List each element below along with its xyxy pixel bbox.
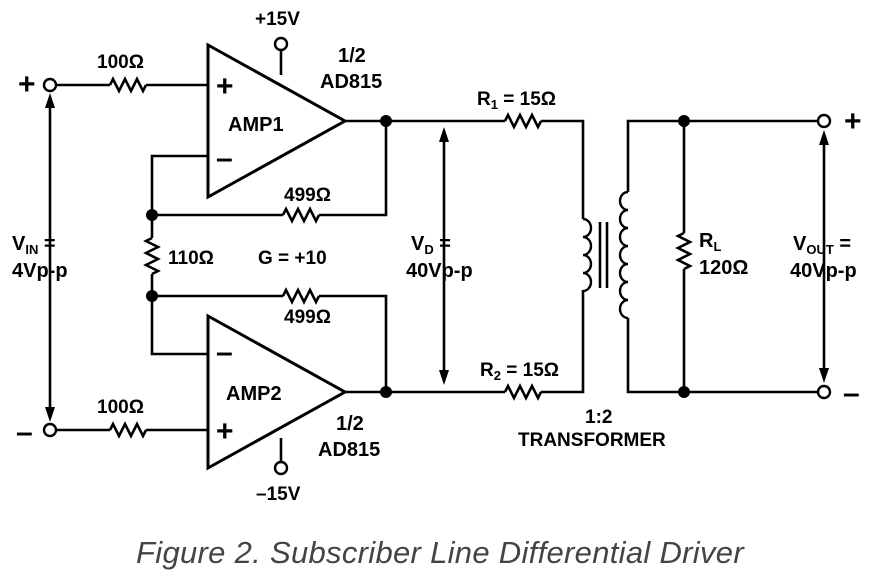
- vin-label: VIN =: [12, 233, 56, 257]
- supply-pos-label: +15V: [255, 9, 300, 30]
- rf1-label: 499Ω: [284, 185, 331, 206]
- resistor-r2: [503, 383, 543, 401]
- vd-value: 40Vp-p: [406, 260, 473, 282]
- vin-arrow: [45, 93, 55, 422]
- amp1-opamp: [206, 42, 349, 200]
- r2-label: R2 = 15Ω: [480, 360, 559, 383]
- resistor-rg: [143, 236, 161, 276]
- vin-value: 4Vp-p: [12, 260, 68, 282]
- vout-minus-sign: –: [843, 377, 860, 410]
- resistor-r1: [503, 112, 543, 130]
- vout-arrow: [819, 130, 829, 383]
- vout-plus-terminal: [816, 113, 832, 129]
- junction-dot: [380, 386, 392, 398]
- vout-plus-sign: +: [844, 105, 862, 138]
- supply-neg-label: –15V: [256, 484, 301, 505]
- vin-minus-terminal: [42, 422, 58, 438]
- transformer-primary-coil: [582, 217, 593, 293]
- rg-label: 110Ω: [168, 248, 214, 269]
- vd-label: VD =: [411, 233, 451, 257]
- amp2-minus-input: –: [216, 336, 233, 369]
- resistor-rf1: [281, 206, 321, 224]
- amp1-plus-input: +: [216, 70, 234, 103]
- rl-label: RL: [699, 230, 721, 254]
- junction-dot: [678, 115, 690, 127]
- rl-value: 120Ω: [699, 257, 748, 279]
- r1-label: R1 = 15Ω: [477, 89, 556, 112]
- amp2-half-label: 1/2: [336, 413, 364, 435]
- resistor-rin1: [108, 76, 148, 94]
- vout-label: VOUT =: [793, 233, 851, 257]
- vout-minus-terminal: [816, 384, 832, 400]
- junction-dot: [146, 290, 158, 302]
- figure-caption: Figure 2. Subscriber Line Differential D…: [136, 535, 744, 570]
- resistor-rl: [675, 231, 693, 271]
- amp2-part-label: AD815: [318, 439, 380, 461]
- resistor-rin2: [108, 421, 148, 439]
- amp1-label: AMP1: [228, 114, 284, 136]
- rf2-label: 499Ω: [284, 307, 331, 328]
- transformer-secondary-coil: [618, 190, 629, 320]
- amp1-part-label: AD815: [320, 71, 382, 93]
- junction-dot: [146, 209, 158, 221]
- amp1-half-label: 1/2: [338, 45, 366, 67]
- amp2-label: AMP2: [226, 383, 282, 405]
- vin-plus-terminal: [42, 77, 58, 93]
- schematic-diagram: + – VIN = 4Vp-p 100Ω 100Ω + – AMP1 +15V …: [12, 9, 862, 505]
- amp2-plus-input: +: [216, 415, 234, 448]
- rin2-label: 100Ω: [97, 397, 144, 418]
- junction-dot: [678, 386, 690, 398]
- junction-dot: [380, 115, 392, 127]
- vin-minus-sign: –: [16, 416, 33, 449]
- amp2-supply-terminal: [273, 460, 289, 476]
- vout-value: 40Vp-p: [790, 260, 857, 282]
- rin1-label: 100Ω: [97, 52, 144, 73]
- amp2-opamp: [206, 313, 349, 471]
- gain-label: G = +10: [258, 248, 327, 269]
- amp1-minus-input: –: [216, 142, 233, 175]
- transformer-label: TRANSFORMER: [518, 430, 666, 451]
- transformer-ratio-label: 1:2: [585, 407, 612, 428]
- vd-arrow: [439, 127, 449, 385]
- amp1-supply-terminal: [273, 36, 289, 52]
- vin-plus-sign: +: [18, 68, 36, 101]
- resistor-rf2: [281, 287, 321, 305]
